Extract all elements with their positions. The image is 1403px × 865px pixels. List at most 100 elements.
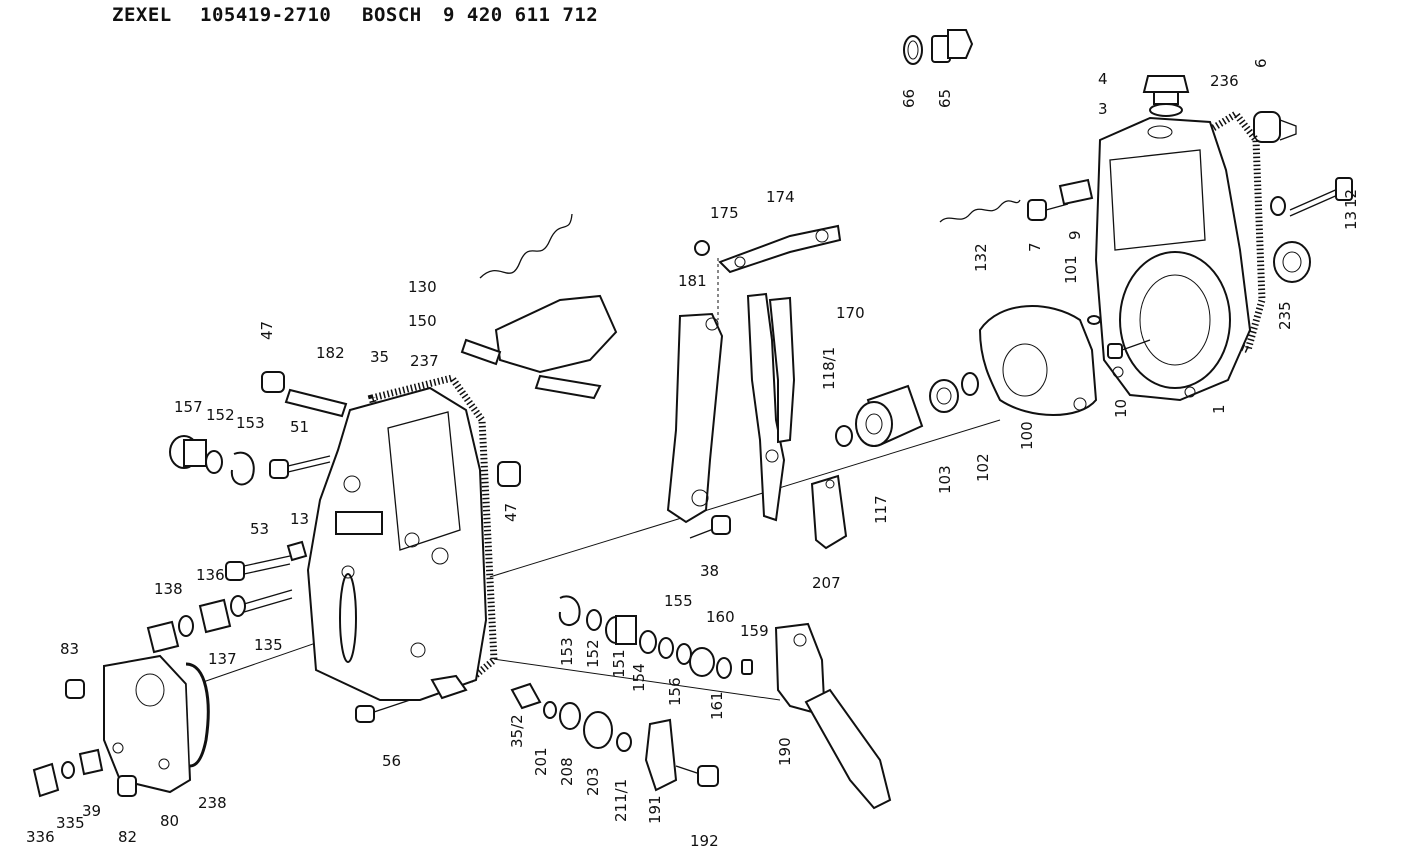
- part-label-80: 80: [160, 812, 179, 830]
- o-ring-238: [185, 662, 210, 768]
- part-label-13r: 13: [1342, 211, 1360, 230]
- clip-153-top: [230, 451, 255, 486]
- part-label-159: 159: [740, 622, 769, 640]
- nut-39: [78, 748, 104, 776]
- part-label-103: 103: [936, 465, 954, 494]
- part-label-182: 182: [316, 344, 345, 362]
- part-label-236: 236: [1210, 72, 1239, 90]
- part-label-6: 6: [1252, 58, 1270, 68]
- part-label-153a: 153: [236, 414, 265, 432]
- spring-154: [639, 630, 657, 654]
- screw-47-top: [261, 371, 285, 393]
- bolt-192: [675, 765, 719, 787]
- bolt-51: [269, 455, 331, 479]
- lever-174: [718, 224, 842, 274]
- lever-190: [774, 622, 892, 810]
- part-label-208: 208: [558, 757, 576, 786]
- screw-6: [1253, 111, 1297, 143]
- part-label-192: 192: [690, 832, 719, 850]
- part-label-10: 10: [1112, 399, 1130, 418]
- bolt-12: [1289, 177, 1353, 217]
- part-label-175: 175: [710, 204, 739, 222]
- clamp-lower: [430, 674, 468, 700]
- part-label-56: 56: [382, 752, 401, 770]
- bush-203: [583, 711, 613, 749]
- part-label-191: 191: [646, 795, 664, 824]
- part-label-4: 4: [1098, 70, 1108, 88]
- part-label-82: 82: [118, 828, 137, 846]
- sleeve-117: [855, 384, 924, 447]
- bolt-82: [117, 775, 137, 797]
- part-label-151: 151: [610, 649, 628, 678]
- part-label-137: 137: [208, 650, 237, 668]
- part-label-335: 335: [56, 814, 85, 832]
- screw-plug-65: [931, 29, 974, 63]
- part-label-201: 201: [532, 747, 550, 776]
- part-label-65: 65: [936, 89, 954, 108]
- part-label-161: 161: [708, 691, 726, 720]
- pin-182: [284, 388, 348, 418]
- part-label-7: 7: [1026, 242, 1044, 252]
- cap-336: [32, 762, 60, 798]
- bush-160: [689, 647, 715, 677]
- sensor-235: [1273, 241, 1311, 283]
- seal-152-top: [205, 450, 223, 474]
- part-label-155: 155: [664, 592, 693, 610]
- part-label-156: 156: [666, 677, 684, 706]
- washer-201: [543, 701, 557, 719]
- lever-181: [666, 312, 724, 524]
- lever-170: [746, 292, 796, 522]
- cover-80: [103, 654, 192, 794]
- washer-161: [716, 657, 732, 679]
- part-label-35-2: 35/2: [508, 714, 526, 748]
- clip-208: [559, 702, 581, 730]
- part-label-150: 150: [408, 312, 437, 330]
- part-label-138: 138: [154, 580, 183, 598]
- plate-191: [644, 718, 678, 792]
- part-label-237: 237: [410, 352, 439, 370]
- part-label-174: 174: [766, 188, 795, 206]
- bolt-83: [65, 679, 85, 699]
- part-label-181: 181: [678, 272, 707, 290]
- washer-118-1: [835, 425, 853, 447]
- washer-155: [658, 637, 674, 659]
- part-label-53: 53: [250, 520, 269, 538]
- nut-13-left: [286, 540, 308, 562]
- part-label-152b: 152: [584, 639, 602, 668]
- main-axis-line: [479, 419, 1001, 581]
- spring-130: [479, 213, 573, 279]
- block-207: [810, 474, 848, 550]
- part-label-211-1: 211/1: [612, 779, 630, 822]
- part-label-157: 157: [174, 398, 203, 416]
- part-label-1: 1: [1210, 404, 1228, 414]
- part-label-3: 3: [1098, 100, 1108, 118]
- pin-101: [1087, 315, 1101, 325]
- part-label-83: 83: [60, 640, 79, 658]
- part-label-117: 117: [872, 495, 890, 524]
- clip-153-bottom: [558, 595, 581, 627]
- washer-13-right: [1270, 196, 1286, 216]
- header-zexel-number: 105419-2710: [200, 4, 332, 26]
- washer-335: [61, 761, 75, 779]
- seal-152-bottom: [586, 609, 602, 631]
- part-label-152a: 152: [206, 406, 235, 424]
- part-label-336: 336: [26, 828, 55, 846]
- part-label-12: 12: [1342, 189, 1360, 208]
- part-label-51: 51: [290, 418, 309, 436]
- part-label-203: 203: [584, 767, 602, 796]
- part-label-35: 35: [370, 348, 389, 366]
- part-label-153b: 153: [558, 637, 576, 666]
- part-label-38: 38: [700, 562, 719, 580]
- fitting-35-2: [510, 682, 542, 710]
- part-label-235: 235: [1276, 301, 1294, 330]
- header-brand-zexel: ZEXEL: [112, 4, 172, 26]
- pump-housing-1: [1094, 116, 1252, 402]
- part-label-154: 154: [630, 663, 648, 692]
- part-label-170: 170: [836, 304, 865, 322]
- part-label-9: 9: [1066, 230, 1084, 240]
- pin-159: [741, 659, 753, 675]
- part-label-190: 190: [776, 737, 794, 766]
